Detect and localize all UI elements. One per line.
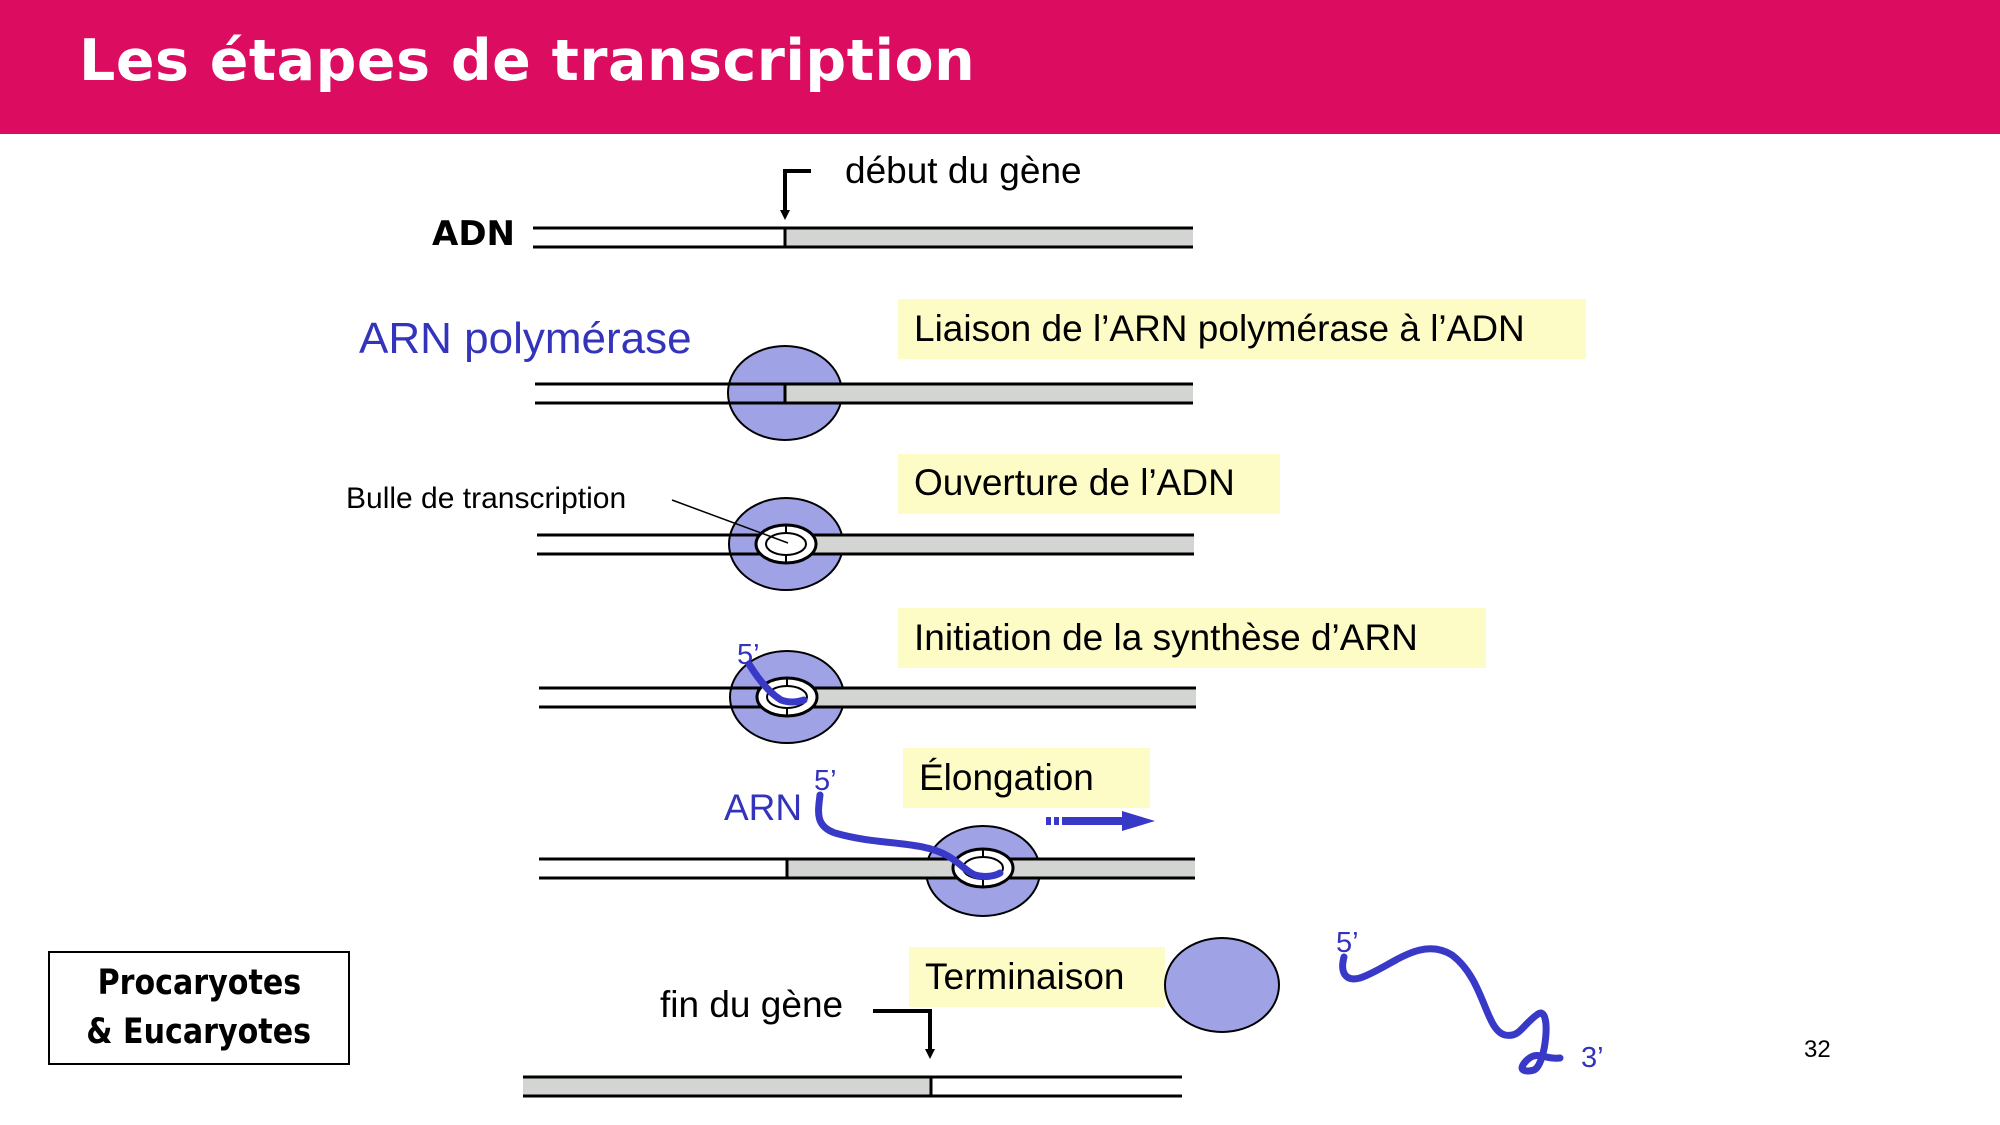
dna-duplex <box>539 686 1196 709</box>
three-prime-label: 3’ <box>1581 1042 1604 1074</box>
dna-duplex <box>539 857 1195 880</box>
dna-duplex <box>523 1075 1182 1098</box>
title-bar: Les étapes de transcription <box>0 0 2000 134</box>
slide-title: Les étapes de transcription <box>79 28 976 94</box>
step-label-bg <box>898 608 1486 668</box>
scope-line-2: & Eucaryotes <box>86 1012 312 1052</box>
step-elongation: 5’ ARN Élongation <box>539 748 1195 917</box>
bubble-label: Bulle de transcription <box>346 482 626 515</box>
step-label: Liaison de l’ARN polymérase à l’ADN <box>914 308 1525 349</box>
dna-duplex <box>537 533 1194 556</box>
rna-strand <box>815 791 1004 880</box>
gene-end-arrow <box>873 1009 935 1059</box>
step-binding: ARN polymérase Liaison de l’ARN polyméra… <box>359 299 1586 441</box>
page-number: 32 <box>1804 1036 1831 1063</box>
step-label: Élongation <box>919 757 1094 798</box>
dna-row-start: ADN début du gène <box>432 150 1193 254</box>
step-label: Ouverture de l’ADN <box>914 462 1235 503</box>
step-label: Initiation de la synthèse d’ARN <box>914 617 1418 658</box>
rna-label: ARN <box>724 787 802 828</box>
step-label-bg <box>909 947 1165 1007</box>
step-label: Terminaison <box>925 956 1124 997</box>
step-opening: Bulle de transcription Ouverture de l’AD… <box>346 454 1280 591</box>
step-termination: fin du gène Terminaison 5’ 3’ <box>523 927 1604 1098</box>
gene-start-label: début du gène <box>845 150 1082 191</box>
dna-duplex <box>535 382 1193 405</box>
gene-start-arrow <box>780 169 811 220</box>
released-rna <box>1339 945 1564 1075</box>
step-label-bg <box>898 299 1586 359</box>
released-polymerase <box>1164 937 1280 1033</box>
dna-duplex <box>533 226 1193 249</box>
scope-box: Procaryotes & Eucaryotes <box>48 951 350 1065</box>
step-initiation: 5’ Initiation de la synthèse d’ARN <box>539 608 1486 744</box>
dna-label: ADN <box>432 214 515 254</box>
step-label-bg <box>898 454 1280 514</box>
step-label-bg <box>903 748 1150 808</box>
scope-line-1: Procaryotes <box>97 963 301 1003</box>
five-prime-label: 5’ <box>814 765 837 797</box>
bubble-pointer <box>671 499 789 544</box>
five-prime-label: 5’ <box>1336 927 1359 959</box>
five-prime-label: 5’ <box>737 639 760 671</box>
direction-arrow <box>1046 811 1155 831</box>
polymerase-label: ARN polymérase <box>359 314 692 363</box>
rna-strand <box>745 660 808 706</box>
gene-end-label: fin du gène <box>660 984 843 1025</box>
